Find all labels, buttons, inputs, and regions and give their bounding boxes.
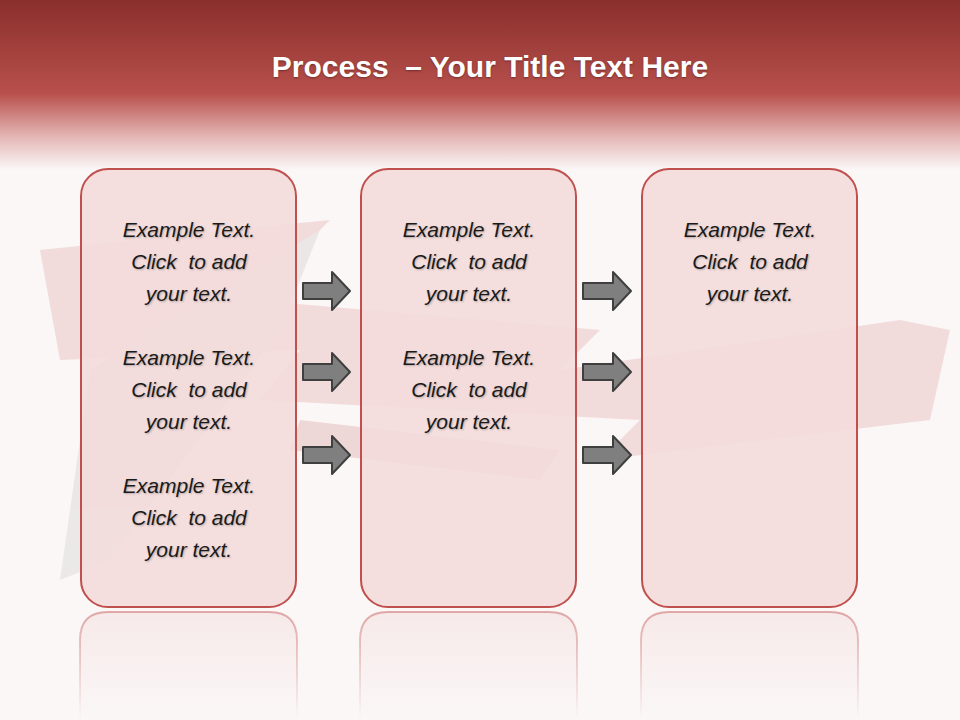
step-text: Example Text. Click to add your text. <box>109 214 269 310</box>
step-text: Example Text. Click to add your text. <box>109 470 269 566</box>
block-arrow <box>303 272 350 310</box>
block-arrow <box>303 353 350 391</box>
step-text: Example Text. Click to add your text. <box>670 214 830 310</box>
header-band <box>0 0 960 170</box>
process-column: Example Text. Click to add your text. <box>641 168 858 608</box>
box-reflections <box>80 612 858 720</box>
process-column: Example Text. Click to add your text. Exa… <box>80 168 297 608</box>
step-text: Example Text. Click to add your text. <box>109 342 269 438</box>
slide-title: Process – Your Title Text Here <box>0 50 960 84</box>
block-arrow <box>583 353 631 391</box>
step-text: Example Text. Click to add your text. <box>389 214 549 310</box>
block-arrow <box>303 436 350 474</box>
block-arrow <box>583 436 631 474</box>
process-column: Example Text. Click to add your text. Exa… <box>360 168 577 608</box>
step-text: Example Text. Click to add your text. <box>389 342 549 438</box>
block-arrow <box>583 272 631 310</box>
